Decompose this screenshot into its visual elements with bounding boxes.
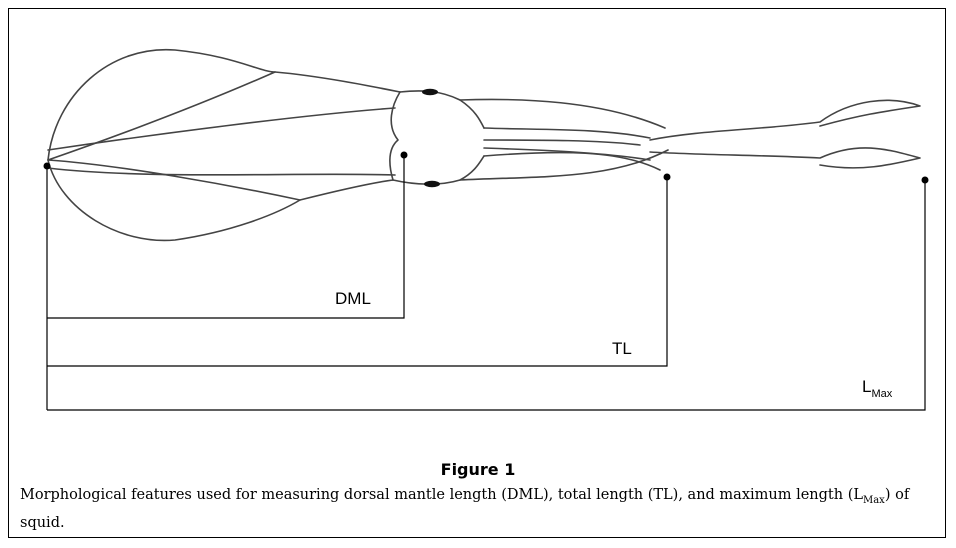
- eye-bottom-icon: [424, 181, 440, 187]
- arm-3: [484, 140, 640, 145]
- lmax-label: LMax: [862, 378, 892, 400]
- lmax-bracket: [47, 180, 925, 410]
- arm-1: [460, 99, 665, 128]
- arm-6: [484, 153, 660, 170]
- squid-body: [48, 50, 920, 241]
- figure-caption: Morphological features used for measurin…: [20, 484, 925, 534]
- arm-2: [484, 128, 650, 138]
- tl-label: TL: [612, 340, 632, 357]
- mantle-collar: [390, 92, 400, 180]
- head-top: [400, 91, 484, 128]
- measurement-brackets: [47, 155, 925, 410]
- tentacle-lower: [650, 148, 920, 168]
- arm-5: [460, 150, 668, 180]
- dml-label: DML: [335, 290, 371, 307]
- fin-lower-line: [48, 160, 300, 200]
- mantle-inner-lower: [48, 168, 395, 175]
- mantle-inner-upper: [48, 108, 395, 150]
- tentacle-upper: [650, 100, 920, 140]
- mantle-top-outline: [48, 50, 400, 160]
- tl-bracket: [47, 177, 667, 366]
- eye-top-icon: [422, 89, 438, 95]
- figure-title: Figure 1: [0, 460, 956, 479]
